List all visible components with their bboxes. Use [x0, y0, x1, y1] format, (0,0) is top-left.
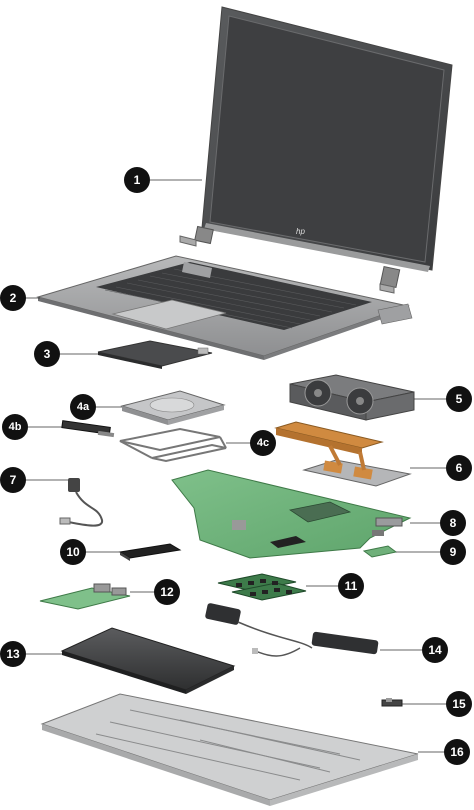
hard-drive-connector-board	[61, 420, 115, 438]
leader-lines	[22, 179, 448, 753]
callout-13: 13	[0, 641, 26, 667]
ssd	[118, 543, 182, 561]
battery	[60, 627, 236, 694]
callout-14: 14	[422, 637, 448, 663]
callout-2: 2	[0, 285, 26, 311]
usb-board	[39, 583, 131, 610]
heat-sink	[274, 421, 412, 487]
callout-1: 1	[124, 167, 150, 193]
callout-10: 10	[60, 539, 86, 565]
callout-4a: 4a	[70, 394, 96, 420]
bottom-cover	[40, 693, 419, 806]
callout-6: 6	[446, 455, 472, 481]
callout-8: 8	[440, 510, 466, 536]
wlan-module	[362, 545, 398, 558]
display-assembly: hp	[179, 6, 453, 294]
callout-9: 9	[440, 539, 466, 565]
hp-logo: hp	[296, 227, 305, 236]
system-board	[171, 469, 412, 559]
callout-4b: 4b	[2, 414, 28, 440]
callout-12: 12	[154, 579, 180, 605]
callout-3: 3	[34, 341, 60, 367]
callout-7: 7	[0, 467, 26, 493]
callout-5: 5	[446, 386, 472, 412]
power-button-board	[381, 698, 403, 707]
touchpad	[97, 340, 213, 369]
callout-16: 16	[444, 739, 470, 765]
speakers	[205, 603, 379, 657]
power-connector-cable	[59, 478, 103, 527]
top-cover-keyboard	[36, 255, 413, 360]
callout-4c: 4c	[250, 430, 276, 456]
callout-11: 11	[338, 573, 364, 599]
hard-drive	[120, 390, 226, 425]
callout-15: 15	[446, 691, 472, 717]
fans	[289, 374, 415, 421]
memory-modules	[217, 573, 307, 601]
hard-drive-bracket	[119, 427, 227, 463]
